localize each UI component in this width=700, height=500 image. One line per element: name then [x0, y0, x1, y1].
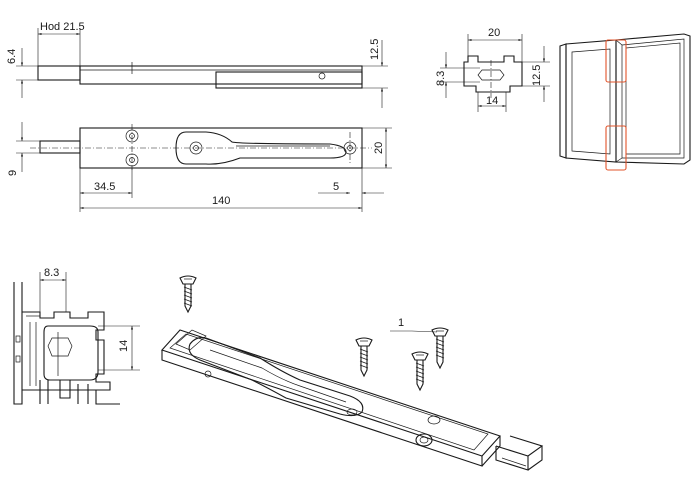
dim-12-5-section-label: 12.5 — [531, 65, 543, 86]
dim-14-profile: 14 — [98, 325, 140, 371]
dim-20-top-label: 20 — [488, 27, 500, 39]
dim-14-section-label: 14 — [486, 95, 498, 107]
stroke-label: Hod 21.5 — [40, 21, 85, 33]
dim-140: 140 — [80, 195, 362, 210]
dim-12-5-top: 12.5 — [362, 39, 388, 108]
bolt-front-view — [30, 124, 372, 170]
bolt-top-view — [37, 62, 363, 89]
dim-14-section: 14 — [477, 92, 507, 112]
screw-icon-3 — [411, 351, 429, 392]
dim-20-top: 20 — [467, 27, 523, 62]
dim-5: 5 — [318, 168, 384, 212]
dim-12-5-top-label: 12.5 — [369, 39, 381, 60]
dim-20-side-label: 20 — [373, 142, 385, 154]
screw-icon-2 — [355, 337, 373, 378]
callout-1: 1 — [390, 317, 438, 333]
callout-1-label: 1 — [398, 317, 404, 329]
dim-12-5-section: 12.5 — [522, 46, 550, 102]
dim-5-label: 5 — [333, 181, 339, 193]
dim-8-3-profile: 8.3 — [39, 267, 67, 312]
dim-6-4: 6.4 — [6, 48, 38, 98]
screw-icon-1 — [179, 275, 197, 314]
profile-section — [13, 282, 120, 405]
dim-14-profile-label: 14 — [118, 340, 130, 352]
screw-icon-4 — [431, 327, 449, 370]
bolt-cross-section — [463, 55, 523, 98]
dim-34-5-label: 34.5 — [94, 181, 115, 193]
dim-20-side: 20 — [362, 127, 392, 169]
dim-140-label: 140 — [212, 195, 230, 207]
dim-8-3-section-label: 8.3 — [435, 71, 447, 86]
double-door-illustration — [559, 33, 691, 171]
dim-34-5: 34.5 — [79, 166, 133, 212]
bolt-isometric-view — [161, 329, 544, 471]
dim-9: 9 — [7, 122, 40, 176]
dim-6-4-label: 6.4 — [6, 49, 18, 64]
dim-8-3-profile-label: 8.3 — [44, 267, 59, 279]
dim-stroke: Hod 21.5 — [37, 21, 85, 66]
dim-8-3-section: 8.3 — [435, 52, 480, 98]
dim-9-label: 9 — [7, 170, 19, 176]
